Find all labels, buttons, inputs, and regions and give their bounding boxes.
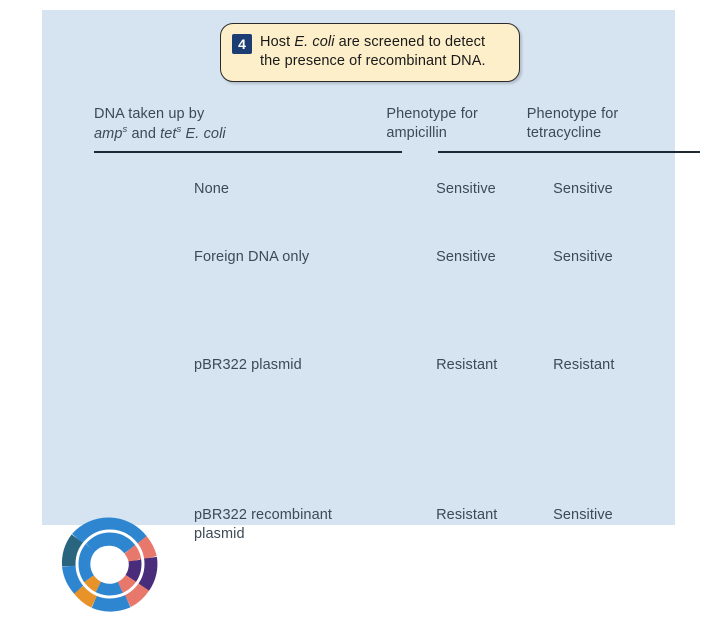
cell-ampicillin-phenotype: Resistant [436,506,498,523]
header-divider-right [438,150,700,153]
cell-dna-taken-up: Foreign DNA only [194,248,310,265]
cell-dna-taken-up: None [194,180,230,197]
column-header-dna-line2: amps and tets E. coli [94,124,376,144]
cell-ampicillin-phenotype: Sensitive [436,180,496,197]
step-number-badge: 4 [232,34,252,54]
header-divider-group [42,144,700,158]
callout-inner: 4 Host E. coli are screened to detect th… [232,33,507,71]
table-row: pBR322 recombinant plasmid [42,462,675,612]
callout-italic-ecoli: E. coli [294,34,335,50]
figure-panel [42,10,675,525]
cell-tetracycline-phenotype: Resistant [553,356,615,373]
cell-dna-taken-up: pBR322 recombinant plasmid [42,506,426,612]
column-header-dna-line1: DNA taken up by [94,106,205,122]
table-row: Foreign DNA only Sensitive Sensitive [42,228,675,310]
dna-header-conjunction: and [127,125,161,142]
cell-tetracycline-phenotype: Sensitive [553,248,613,265]
screening-results-table: DNA taken up by amps and tets E. coli Ph… [42,105,700,612]
ecoli-label: E. coli [181,125,226,142]
callout-text-part2: are screened to detect the presence of r… [260,34,486,70]
figure-root: 4 Host E. coli are screened to detect th… [42,10,700,612]
amp-gene-label: amp [94,125,123,142]
cell-ampicillin-phenotype: Resistant [436,356,498,373]
cell-tetracycline-phenotype: Sensitive [553,180,613,197]
table-header-row: DNA taken up by amps and tets E. coli Ph… [42,105,675,144]
tet-gene-label: tet [160,125,177,142]
cell-dna-taken-up-line2: plasmid [194,525,245,542]
cell-dna-taken-up-line1: pBR322 recombinant [194,506,333,523]
table-row: None Sensitive Sensitive [42,158,675,228]
column-header-ampicillin-line1: Phenotype for [386,106,478,122]
pbr322-recombinant-plasmid-icon [54,508,166,620]
header-divider-left [94,150,402,153]
tet-superscript: s [176,123,182,135]
table-row: pBR322 plasmid Resistant Resistant [42,310,675,462]
cell-dna-taken-up: pBR322 plasmid [194,356,302,373]
cell-ampicillin-phenotype: Sensitive [436,248,496,265]
step-callout-box: 4 Host E. coli are screened to detect th… [220,23,520,83]
callout-text-part1: Host [260,34,295,50]
column-header-tetracycline-line1: Phenotype for [526,106,619,122]
cell-tetracycline-phenotype: Sensitive [553,506,613,523]
column-header-tetracycline-line2: tetracycline [526,124,602,141]
column-header-tetracycline: Phenotype for tetracycline [518,105,675,143]
amp-superscript: s [122,123,128,135]
column-header-ampicillin-line2: ampicillin [386,124,447,141]
column-header-dna: DNA taken up by amps and tets E. coli [42,105,376,144]
callout-text: Host E. coli are screened to detect the … [260,33,507,71]
column-header-ampicillin: Phenotype for ampicillin [376,105,517,143]
